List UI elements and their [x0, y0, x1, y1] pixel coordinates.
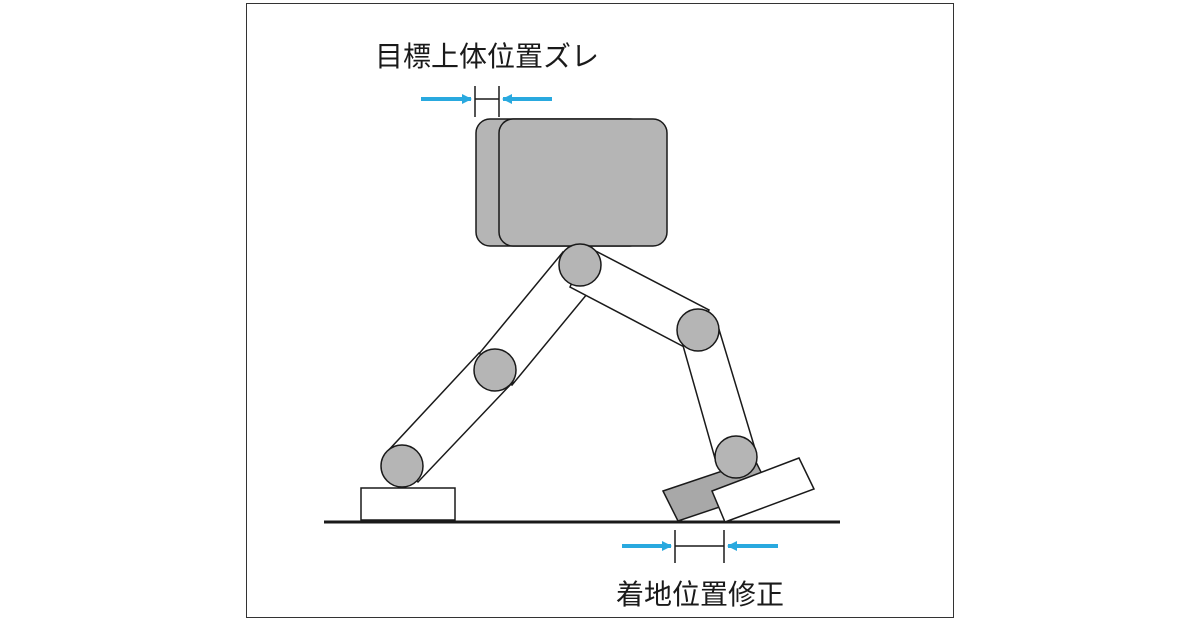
torso	[498, 118, 668, 247]
landing-correction-label: 着地位置修正	[616, 578, 784, 611]
torso-offset-indicator	[421, 86, 552, 117]
left-ankle-joint	[380, 444, 424, 488]
right-ankle-joint	[714, 435, 758, 479]
support-foot	[360, 487, 456, 521]
left-knee-joint	[473, 348, 517, 392]
swing-foot	[711, 457, 816, 523]
right-leg	[569, 245, 757, 463]
torso-offset-label: 目標上体位置ズレ	[375, 40, 599, 73]
right-knee-joint	[676, 308, 720, 352]
landing-correction-indicator	[622, 530, 778, 563]
hip-joint	[558, 243, 602, 287]
